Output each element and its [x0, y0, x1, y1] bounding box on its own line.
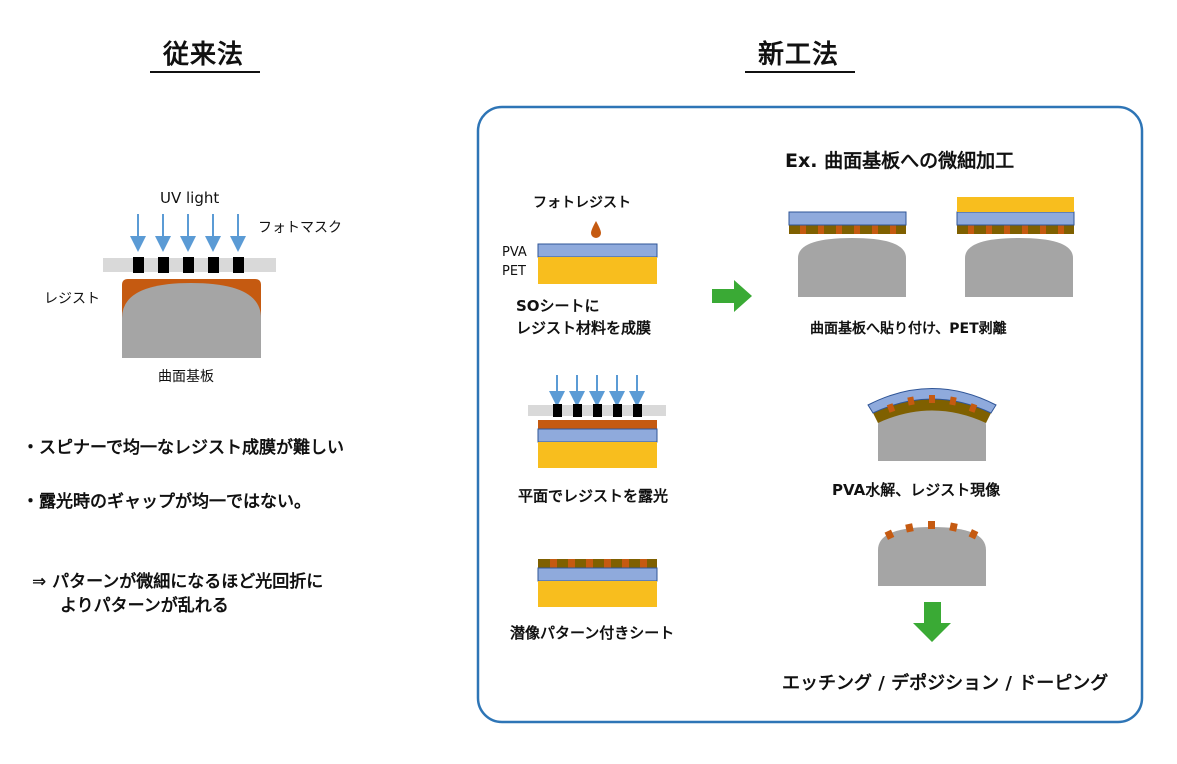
step3-label: 潜像パターン付きシート	[510, 624, 675, 642]
latent-pattern-sheet	[537, 559, 658, 607]
pva-label: PVA	[502, 245, 527, 260]
conclusion-line2: よりパターンが乱れる	[60, 596, 229, 616]
step4-label: 曲面基板へ貼り付け、PET剥離	[810, 321, 1007, 337]
right-title-underline	[745, 71, 855, 73]
green-arrow-down	[913, 602, 951, 642]
step2-label: 平面でレジストを露光	[518, 487, 669, 505]
final-process-label: エッチング / デポジション / ドーピング	[782, 673, 1109, 694]
flat-pet-layer	[538, 442, 657, 468]
resist-label: レジスト	[44, 291, 100, 307]
exposure-arrows	[549, 375, 645, 407]
right-title: 新工法	[758, 40, 840, 70]
step1-line1: SOシートに	[516, 297, 600, 315]
conformal-sheet-substrate	[867, 388, 997, 461]
flat-photomask	[528, 404, 666, 417]
step1-line2: レジスト材料を成膜	[516, 319, 652, 337]
new-method-frame	[476, 105, 1144, 724]
photomask-label: フォトマスク	[258, 220, 342, 236]
curved-substrate	[122, 283, 261, 358]
uv-arrows	[130, 214, 246, 252]
pet-layer	[538, 257, 657, 284]
left-title: 従来法	[163, 40, 245, 70]
pet-label: PET	[502, 264, 526, 279]
flat-pva-layer	[537, 428, 658, 443]
resist-droplet	[591, 221, 601, 238]
green-arrow-right	[712, 280, 752, 312]
bullet-spinner: ・スピナーで均一なレジスト成膜が難しい	[22, 438, 344, 458]
bullet-gap: ・露光時のギャップが均一ではない。	[22, 492, 311, 512]
step5-label: PVA水解、レジスト現像	[832, 481, 1001, 499]
left-title-underline	[150, 71, 260, 73]
pva-layer	[537, 243, 658, 258]
photomask	[103, 257, 276, 273]
substrate-label: 曲面基板	[158, 369, 214, 385]
photoresist-label: フォトレジスト	[533, 195, 631, 211]
flat-resist-layer	[538, 420, 657, 429]
laminated-substrate-2	[956, 197, 1075, 297]
laminated-substrate-1	[788, 211, 907, 297]
example-title: Ex. 曲面基板への微細加工	[785, 150, 1015, 172]
uv-light-label: UV light	[160, 189, 220, 207]
conclusion-line1: ⇒ パターンが微細になるほど光回折に	[32, 572, 324, 592]
developed-pattern-substrate	[878, 521, 986, 586]
